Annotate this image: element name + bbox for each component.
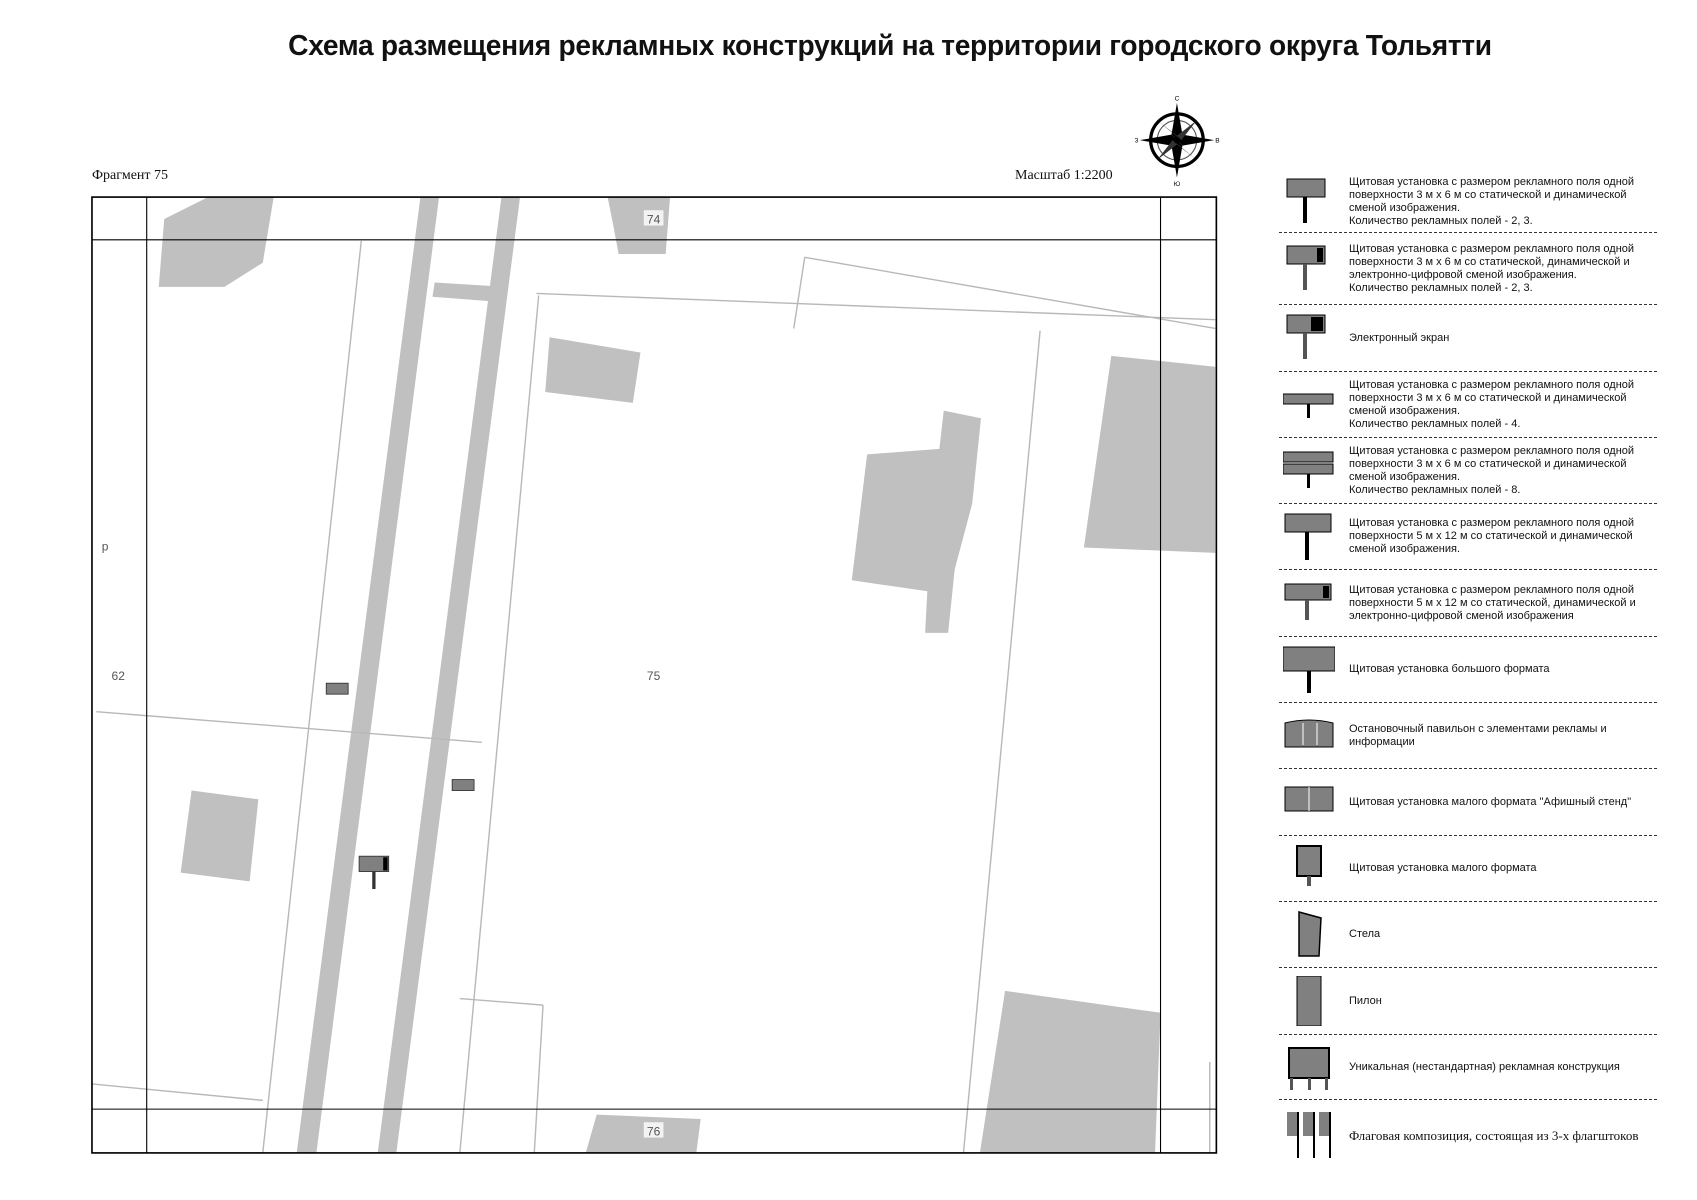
large-format-billboard-icon (1279, 645, 1339, 695)
billboard-3x6-icon (1279, 177, 1339, 227)
unique-structure-icon (1279, 1042, 1339, 1092)
billboard-3x6-digital-icon (1279, 244, 1339, 294)
legend-item: Стела (1279, 902, 1657, 968)
legend-item-label: Стела (1349, 928, 1381, 940)
legend-item: Щитовая установка малого формата (1279, 836, 1657, 902)
billboard-5x12-icon (1279, 512, 1339, 562)
legend-item-label: Щитовая установка малого формата (1349, 862, 1537, 874)
bus-stop-pavilion-icon (1279, 711, 1339, 761)
legend: Щитовая установка с размером рекламного … (1279, 172, 1657, 1170)
electronic-screen-icon (1279, 313, 1339, 363)
legend-item-label: Флаговая композиция, состоящая из 3-х фл… (1349, 1127, 1639, 1143)
legend-item-label: Щитовая установка с размером рекламного … (1349, 583, 1636, 622)
compass-north: С (1175, 96, 1180, 103)
compass-south: Ю (1174, 181, 1181, 188)
building (585, 1114, 701, 1153)
legend-item-label: Электронный экран (1349, 331, 1450, 344)
legend-item-label: Уникальная (нестандартная) рекламная кон… (1349, 1060, 1620, 1073)
scale-label: Масштаб 1:2200 (1015, 168, 1113, 183)
legend-item: Щитовая установка большого формата (1279, 637, 1657, 703)
legend-item: Остановочный павильон с элементами рекла… (1279, 703, 1657, 769)
road (296, 197, 440, 1153)
road (377, 197, 521, 1153)
legend-item: Флаговая композиция, состоящая из 3-х фл… (1279, 1100, 1657, 1170)
legend-item: Электронный экран (1279, 305, 1657, 372)
legend-item-label: Щитовая установка с размером рекламного … (1349, 176, 1635, 227)
billboard-5x12-digital-icon (1279, 578, 1339, 628)
pylon-icon (1279, 976, 1339, 1026)
billboard-8-fields-icon (1279, 446, 1339, 496)
poster-stand-marker[interactable] (451, 779, 475, 791)
legend-item-label: Щитовая установка с размером рекламного … (1349, 378, 1635, 430)
parcel-label: 74 (647, 212, 661, 226)
parcel-label: 75 (647, 669, 661, 683)
legend-item: Щитовая установка с размером рекламного … (1279, 172, 1657, 233)
legend-item: Щитовая установка с размером рекламного … (1279, 233, 1657, 305)
building (1083, 355, 1216, 553)
building (180, 790, 259, 882)
fragment-label: Фрагмент 75 (92, 168, 169, 183)
parcel-label: 62 (112, 669, 126, 683)
page-title: Схема размещения рекламных конструкций н… (288, 30, 1492, 62)
building (158, 197, 274, 287)
parcel-lines (91, 240, 1216, 1153)
compass-rose-icon: С Ю З В (1134, 96, 1220, 188)
legend-item-label: Щитовая установка с размером рекламного … (1349, 517, 1635, 555)
legend-item: Щитовая установка с размером рекламного … (1279, 438, 1657, 504)
flag-composition-icon (1279, 1110, 1339, 1160)
billboard-marker[interactable] (358, 855, 390, 890)
parcel-label: 76 (647, 1124, 661, 1138)
poster-stand-marker[interactable] (325, 682, 349, 695)
legend-item: Щитовая установка с размером рекламного … (1279, 570, 1657, 637)
legend-item: Пилон (1279, 968, 1657, 1035)
legend-item-label: Щитовая установка большого формата (1349, 663, 1550, 675)
legend-item: Щитовая установка с размером рекламного … (1279, 372, 1657, 438)
small-format-billboard-icon (1279, 844, 1339, 894)
compass-west: З (1134, 137, 1138, 144)
legend-item-label: Остановочный павильон с элементами рекла… (1349, 722, 1607, 748)
building (979, 990, 1161, 1153)
legend-item-label: Пилон (1349, 994, 1382, 1007)
road (432, 282, 506, 303)
legend-item-label: Щитовая установка с размером рекламного … (1349, 242, 1635, 294)
building (545, 337, 641, 403)
building (851, 410, 981, 633)
compass-east: В (1215, 137, 1220, 144)
legend-item: Щитовая установка малого формата "Афишны… (1279, 769, 1657, 836)
legend-item-label: Щитовая установка малого формата "Афишны… (1349, 795, 1632, 808)
map-features (91, 197, 1216, 1153)
legend-item: Щитовая установка с размером рекламного … (1279, 504, 1657, 570)
map-frame (91, 196, 1218, 1154)
billboard-4-fields-icon (1279, 380, 1339, 430)
legend-item-label: Щитовая установка с размером рекламного … (1349, 444, 1635, 496)
parcel-label: р (102, 540, 109, 554)
building (607, 197, 671, 255)
stele-icon (1279, 910, 1339, 960)
poster-stand-icon (1279, 777, 1339, 827)
legend-item: Уникальная (нестандартная) рекламная кон… (1279, 1035, 1657, 1100)
